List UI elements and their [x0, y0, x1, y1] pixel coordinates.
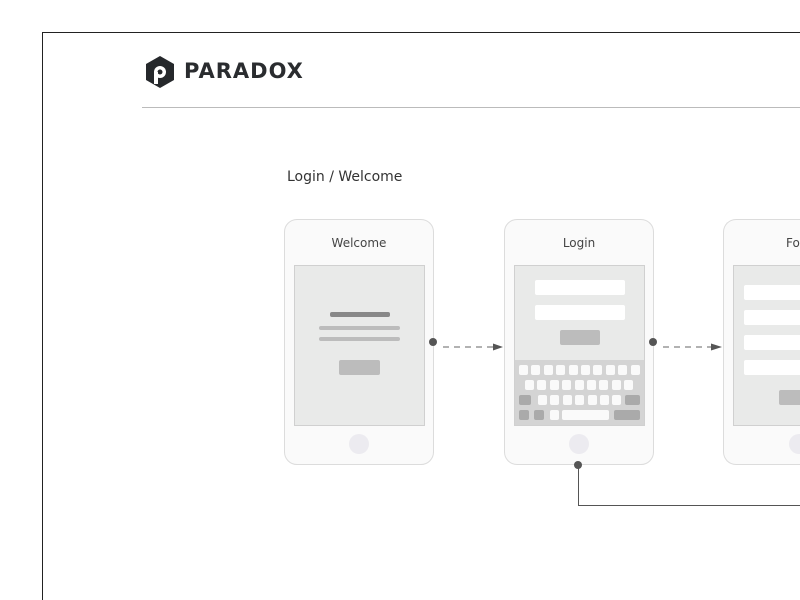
key-placeholder [625, 395, 640, 405]
key-placeholder [531, 365, 541, 375]
canvas-frame [42, 32, 800, 600]
key-placeholder [550, 410, 559, 420]
screen-title: Fo [786, 236, 800, 250]
home-button-icon [789, 434, 800, 454]
text-line-placeholder [319, 326, 400, 330]
key-placeholder [587, 395, 597, 405]
key-placeholder [568, 365, 578, 375]
key-placeholder [575, 395, 585, 405]
keyboard-placeholder [515, 360, 644, 425]
key-placeholder [624, 380, 634, 390]
dashed-arrow [657, 337, 723, 356]
key-placeholder [519, 395, 531, 405]
key-placeholder [599, 380, 609, 390]
field-placeholder [744, 310, 800, 325]
key-placeholder [519, 410, 529, 420]
key-placeholder [519, 365, 528, 375]
login-button-placeholder [560, 330, 600, 345]
connector-dot [429, 338, 437, 346]
screen-content [294, 265, 425, 426]
section-title: Login / Welcome [287, 169, 403, 185]
header-divider [142, 107, 800, 108]
key-placeholder [612, 395, 622, 405]
key-placeholder [630, 365, 640, 375]
connector-line [578, 465, 800, 506]
key-placeholder [534, 410, 544, 420]
key-placeholder [550, 395, 560, 405]
key-placeholder [562, 380, 572, 390]
paradox-logo-icon [144, 55, 176, 89]
home-button-icon [569, 434, 589, 454]
key-placeholder [525, 380, 534, 390]
key-placeholder [581, 365, 590, 375]
key-placeholder [562, 395, 572, 405]
key-placeholder [574, 380, 584, 390]
key-placeholder [562, 410, 609, 420]
password-field-placeholder [535, 305, 625, 320]
brand-name: PARADOX [184, 59, 304, 83]
screen-welcome[interactable]: Welcome [284, 219, 434, 465]
button-placeholder [779, 390, 800, 405]
button-placeholder [339, 360, 380, 375]
home-button-icon [349, 434, 369, 454]
heading-placeholder [330, 312, 390, 317]
key-placeholder [614, 410, 640, 420]
key-placeholder [618, 365, 628, 375]
key-placeholder [537, 380, 547, 390]
screen-content [733, 265, 800, 426]
field-placeholder [744, 360, 800, 375]
key-placeholder [611, 380, 621, 390]
screen-content [514, 265, 645, 426]
field-placeholder [744, 285, 800, 300]
field-placeholder [744, 335, 800, 350]
key-placeholder [587, 380, 596, 390]
key-placeholder [556, 365, 566, 375]
key-placeholder [549, 380, 559, 390]
key-placeholder [543, 365, 553, 375]
text-line-placeholder [319, 337, 400, 341]
dashed-arrow [437, 337, 505, 356]
username-field-placeholder [535, 280, 625, 295]
key-placeholder [605, 365, 615, 375]
screen-login[interactable]: Login [504, 219, 654, 465]
key-placeholder [600, 395, 609, 405]
key-placeholder [538, 395, 547, 405]
screen-title: Login [562, 236, 596, 250]
screen-title: Welcome [331, 236, 387, 250]
connector-dot [649, 338, 657, 346]
key-placeholder [593, 365, 603, 375]
screen-forgot[interactable]: Fo [723, 219, 800, 465]
